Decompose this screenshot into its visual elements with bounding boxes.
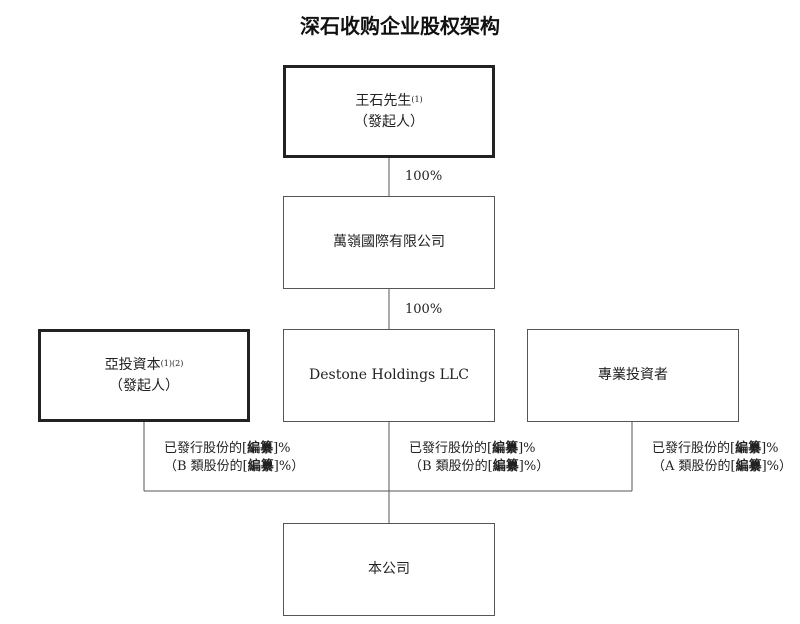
holding-yatou-l1-post: ]% xyxy=(273,441,291,456)
node-wanling: 萬嶺國際有限公司 xyxy=(283,196,495,289)
node-founder-wang-role: （發起人） xyxy=(354,113,424,130)
holding-destone-l1-post: ]% xyxy=(518,441,536,456)
node-professional-name: 專業投資者 xyxy=(598,367,668,383)
node-company-name: 本公司 xyxy=(368,561,410,577)
holding-professional-l1-pre: 已發行股份的[ xyxy=(652,441,736,456)
node-destone: Destone Holdings LLC xyxy=(283,329,495,422)
holding-yatou-l1-bold: 編纂 xyxy=(247,441,274,456)
node-company: 本公司 xyxy=(283,523,495,616)
holding-professional-l2-bold: 編纂 xyxy=(735,459,762,474)
holding-destone-l2-bold: 編纂 xyxy=(492,459,519,474)
holding-professional-l1-post: ]% xyxy=(761,441,779,456)
node-wanling-name: 萬嶺國際有限公司 xyxy=(333,234,445,250)
node-yatou-note: (1)(2) xyxy=(160,358,184,368)
holding-destone-l2-post: ]%） xyxy=(518,459,550,474)
diagram-title: 深石收购企业股权架构 xyxy=(300,14,500,38)
holding-destone-l1-bold: 編纂 xyxy=(492,441,519,456)
holding-professional-l2-post: ]%） xyxy=(761,459,793,474)
node-destone-name: Destone Holdings LLC xyxy=(309,367,469,383)
edge-label-wanling-destone: 100% xyxy=(405,302,443,317)
node-founder-wang-name: 王石先生 xyxy=(355,92,412,109)
node-professional: 專業投資者 xyxy=(527,329,739,422)
node-founder-wang: 王石先生(1) （發起人） xyxy=(283,65,495,158)
holding-label-yatou: 已發行股份的[編纂]% （B 類股份的[編纂]%） xyxy=(164,440,304,476)
holding-yatou-l2-post: ]%） xyxy=(273,459,305,474)
holding-destone-l1-pre: 已發行股份的[ xyxy=(409,441,493,456)
holding-professional-l1-bold: 編纂 xyxy=(735,441,762,456)
holding-yatou-l2-pre: （B 類股份的[ xyxy=(164,459,248,474)
edge-label-wang-wanling: 100% xyxy=(405,169,443,184)
node-yatou-role: （發起人） xyxy=(109,377,179,394)
node-yatou-name: 亞投資本 xyxy=(104,356,161,373)
holding-yatou-l1-pre: 已發行股份的[ xyxy=(164,441,248,456)
holding-label-professional: 已發行股份的[編纂]% （A 類股份的[編纂]%） xyxy=(652,440,792,476)
node-yatou: 亞投資本(1)(2) （發起人） xyxy=(38,329,250,422)
node-founder-wang-note: (1) xyxy=(411,94,423,104)
holding-label-destone: 已發行股份的[編纂]% （B 類股份的[編纂]%） xyxy=(409,440,549,476)
holding-professional-l2-pre: （A 類股份的[ xyxy=(652,459,736,474)
holding-yatou-l2-bold: 編纂 xyxy=(247,459,274,474)
holding-destone-l2-pre: （B 類股份的[ xyxy=(409,459,493,474)
